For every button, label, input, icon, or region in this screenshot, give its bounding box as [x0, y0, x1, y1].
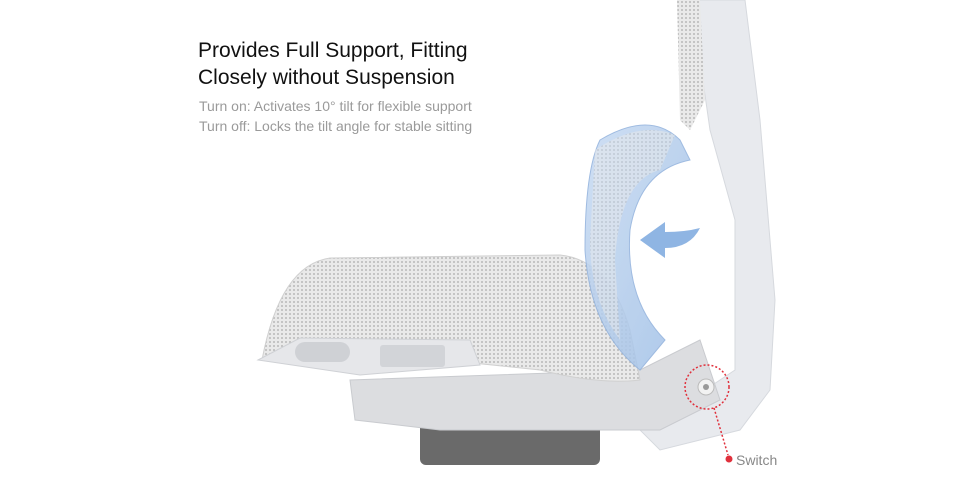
seat-front-frame [256, 337, 481, 376]
seat-adjust-button [295, 342, 350, 362]
tilt-arrow-icon [640, 222, 700, 258]
description-turn-off: Turn off: Locks the tilt angle for stabl… [199, 118, 473, 134]
backrest-mesh [677, 0, 705, 130]
description-turn-on: Turn on: Activates 10° tilt for flexible… [199, 98, 472, 114]
headline: Provides Full Support, Fitting Closely w… [198, 37, 468, 91]
switch-callout-line [713, 407, 729, 456]
switch-callout-circle [684, 364, 730, 410]
backrest-frame [639, 0, 776, 451]
description: Turn on: Activates 10° tilt for flexible… [199, 96, 472, 136]
seat-underframe [349, 339, 721, 431]
lumbar-mesh [590, 130, 675, 340]
switch-label: Switch [736, 452, 778, 468]
seat-slider-handle [380, 345, 445, 367]
headline-line-1: Provides Full Support, Fitting [198, 39, 468, 62]
headline-line-2: Closely without Suspension [198, 66, 455, 89]
switch-callout-dot [725, 455, 733, 463]
